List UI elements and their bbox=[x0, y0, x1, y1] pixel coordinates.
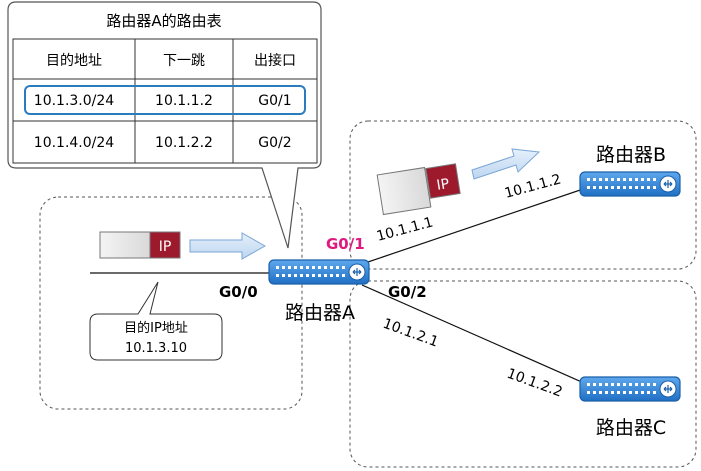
router-a-label: 路由器A bbox=[285, 302, 355, 324]
destination-ip-callout bbox=[89, 281, 223, 361]
router-c-icon bbox=[579, 376, 681, 402]
destination-ip-callout-value: 10.1.3.10 bbox=[125, 341, 187, 356]
ip-packet-left: IP bbox=[99, 231, 181, 259]
link-ac-router-a-ip: 10.1.2.1 bbox=[381, 316, 441, 351]
routing-table-callout bbox=[7, 1, 322, 249]
packet-direction-arrow-top bbox=[471, 148, 541, 180]
table-row-1-interface: G0/1 bbox=[258, 93, 291, 109]
routing-table-title: 路由器A的路由表 bbox=[106, 12, 221, 30]
table-row-1-next-hop: 10.1.1.2 bbox=[155, 93, 213, 109]
table-header-interface: 出接口 bbox=[254, 52, 296, 69]
network-b-region bbox=[349, 120, 697, 270]
router-b-label: 路由器B bbox=[596, 144, 666, 166]
router-a-icon bbox=[268, 259, 370, 285]
ip-packet-top-label: IP bbox=[436, 176, 451, 194]
packet-direction-arrow-left bbox=[189, 232, 267, 260]
router-c-label: 路由器C bbox=[596, 417, 666, 439]
highlighted-route-outline bbox=[24, 85, 306, 115]
left-network-region bbox=[39, 196, 303, 410]
router-b-icon bbox=[579, 171, 681, 197]
ip-packet-left-label: IP bbox=[159, 239, 172, 255]
ip-packet-top: IP bbox=[376, 163, 461, 216]
table-row-2-interface: G0/2 bbox=[258, 135, 291, 151]
link-ab-router-b-ip: 10.1.1.2 bbox=[503, 171, 563, 201]
routing-table bbox=[12, 38, 318, 164]
table-row-2-destination: 10.1.4.0/24 bbox=[34, 135, 115, 151]
interface-g00-label: G0/0 bbox=[219, 283, 258, 301]
table-row-2-next-hop: 10.1.2.2 bbox=[155, 135, 213, 151]
interface-g01-label: G0/1 bbox=[326, 235, 365, 253]
table-header-next-hop: 下一跳 bbox=[163, 53, 205, 69]
link-a-to-b bbox=[361, 185, 593, 265]
table-header-destination: 目的地址 bbox=[46, 53, 102, 69]
link-a-to-c bbox=[361, 284, 585, 384]
destination-ip-callout-title: 目的IP地址 bbox=[124, 320, 188, 336]
link-ab-router-a-ip: 10.1.1.1 bbox=[375, 214, 435, 244]
table-row-1-destination: 10.1.3.0/24 bbox=[34, 93, 115, 109]
interface-g02-label: G0/2 bbox=[388, 283, 427, 301]
